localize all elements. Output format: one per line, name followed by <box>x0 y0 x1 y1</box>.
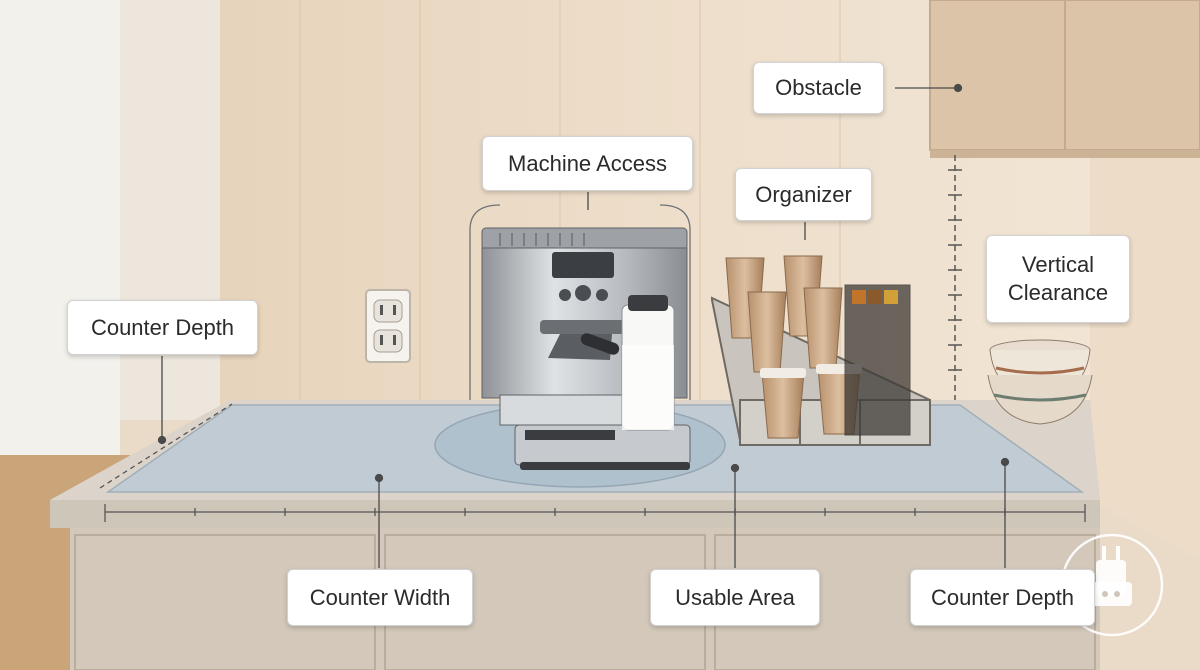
organizer-label: Organizer <box>735 168 872 221</box>
counter-depth-right-label: Counter Depth <box>910 569 1095 626</box>
usable-area-label: Usable Area <box>650 569 820 626</box>
machine-access-label: Machine Access <box>482 136 693 191</box>
wall-outlet-icon <box>365 289 411 363</box>
bowl-stack-icon <box>987 339 1093 425</box>
counter-width-label: Counter Width <box>287 569 473 626</box>
window-light <box>0 0 120 460</box>
callout-leaders <box>157 83 1010 568</box>
counter-edge <box>50 500 1100 528</box>
vertical-clearance-label: Vertical Clearance <box>986 235 1130 323</box>
obstacle-label: Obstacle <box>753 62 884 114</box>
packet-holder <box>844 284 911 436</box>
vertical-clearance-ruler <box>948 155 962 400</box>
counter-depth-left-label: Counter Depth <box>67 300 258 355</box>
espresso-machine-icon <box>481 227 691 470</box>
window-frame <box>120 0 220 420</box>
right-wall <box>1090 158 1200 560</box>
